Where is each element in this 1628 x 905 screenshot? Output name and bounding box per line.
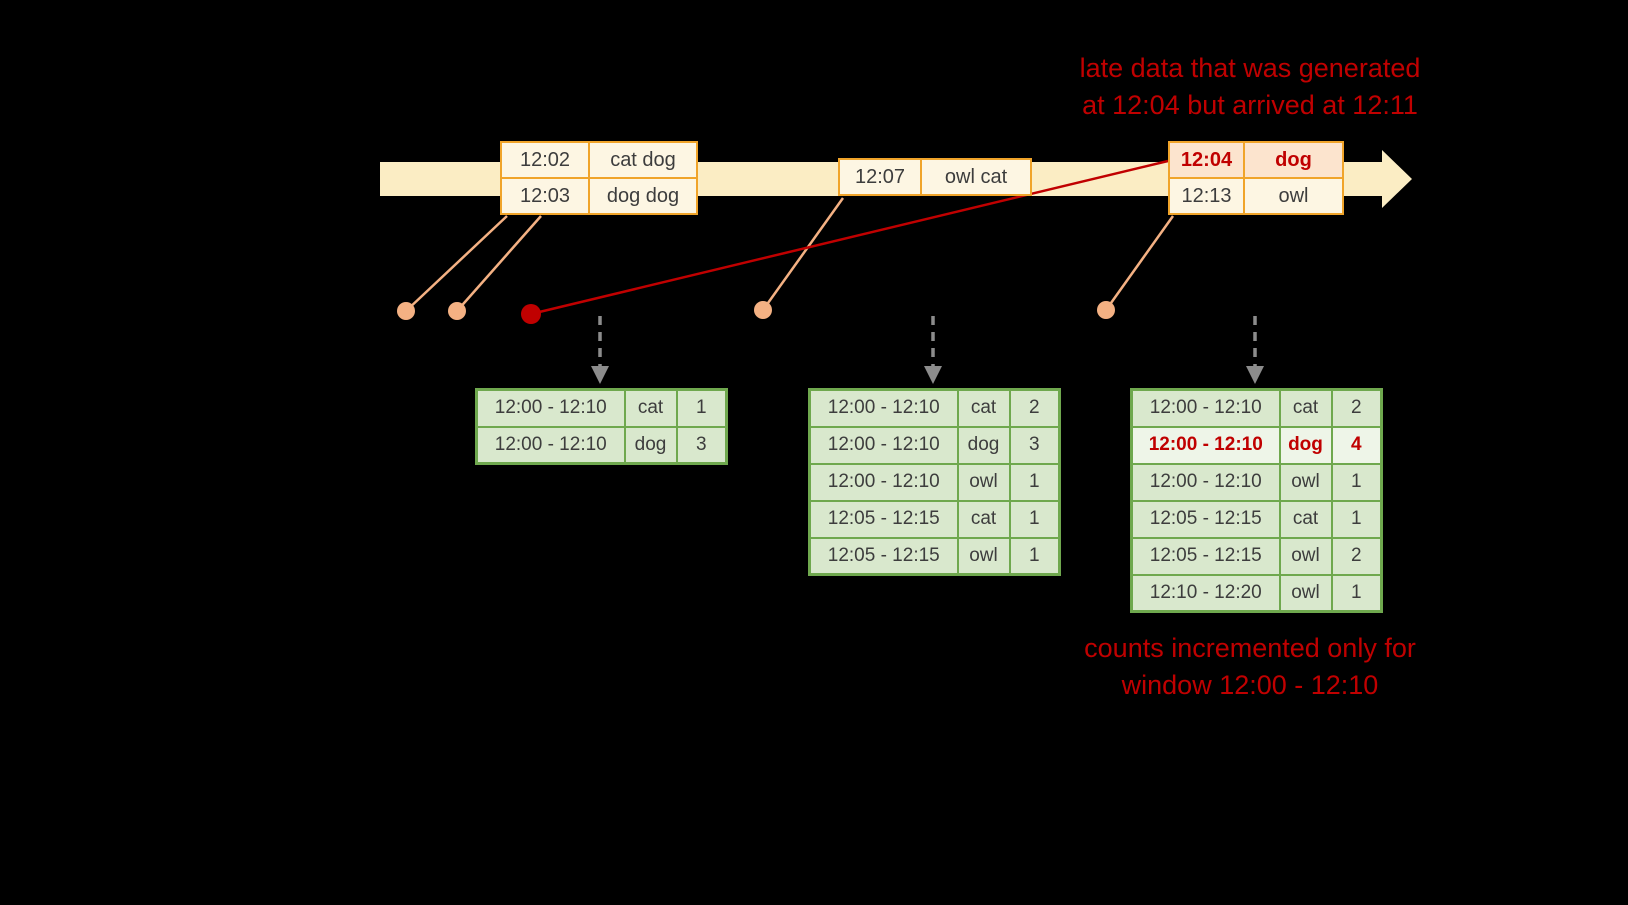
event-words: cat dog: [588, 141, 698, 179]
table-row: 12:00 - 12:10 owl 1: [1130, 462, 1383, 502]
table-row: 12:00 - 12:10 dog 3: [808, 425, 1061, 465]
table-row: 12:05 - 12:15 cat 1: [808, 499, 1061, 539]
late-arrival-dot: [521, 304, 541, 324]
event-words: owl: [1243, 177, 1344, 215]
arrival-dot: [754, 301, 772, 319]
table-row: 12:05 - 12:15 owl 2: [1130, 536, 1383, 576]
count-cell: 3: [1008, 425, 1061, 465]
late-event-row: 12:04 dog: [1168, 141, 1344, 179]
event-time: 12:04: [1168, 141, 1245, 179]
word-cell: cat: [956, 388, 1011, 428]
window-cell: 12:05 - 12:15: [1130, 536, 1281, 576]
word-cell: cat: [956, 499, 1011, 539]
window-cell: 12:05 - 12:15: [1130, 499, 1281, 539]
window-cell: 12:00 - 12:10: [808, 462, 959, 502]
event-group-3: 12:04 dog 12:13 owl: [1168, 141, 1344, 215]
word-cell: cat: [1278, 388, 1333, 428]
table-row: 12:00 - 12:10 cat 2: [808, 388, 1061, 428]
word-cell: dog: [1278, 425, 1333, 465]
updated-table-row: 12:00 - 12:10 dog 4: [1130, 425, 1383, 465]
window-cell: 12:05 - 12:15: [808, 536, 959, 576]
event-words: dog: [1243, 141, 1344, 179]
event-time: 12:07: [838, 158, 922, 196]
event-group-2: 12:07 owl cat: [838, 158, 1032, 196]
window-cell: 12:00 - 12:10: [475, 425, 626, 465]
window-cell: 12:00 - 12:10: [1130, 425, 1281, 465]
word-cell: owl: [1278, 573, 1333, 613]
annotation-counts-line2: window 12:00 - 12:10: [1121, 670, 1379, 701]
count-cell: 2: [1008, 388, 1061, 428]
count-cell: 1: [1330, 573, 1383, 613]
event-row: 12:07 owl cat: [838, 158, 1032, 196]
word-cell: owl: [1278, 536, 1333, 576]
arrival-connector-line: [405, 215, 508, 312]
event-time: 12:13: [1168, 177, 1245, 215]
annotation-late-data: late data that was generated at 12:04 bu…: [1015, 50, 1485, 125]
count-cell: 1: [675, 388, 728, 428]
table-row: 12:00 - 12:10 cat 2: [1130, 388, 1383, 428]
annotation-counts-line1: counts incremented only for: [1084, 633, 1416, 663]
window-cell: 12:00 - 12:10: [1130, 462, 1281, 502]
count-cell: 1: [1008, 499, 1061, 539]
result-table-2: 12:00 - 12:10 cat 2 12:00 - 12:10 dog 3 …: [808, 388, 1061, 576]
word-cell: dog: [956, 425, 1011, 465]
table-row: 12:00 - 12:10 dog 3: [475, 425, 728, 465]
arrival-dot: [1097, 301, 1115, 319]
window-cell: 12:00 - 12:10: [1130, 388, 1281, 428]
result-table-3: 12:00 - 12:10 cat 2 12:00 - 12:10 dog 4 …: [1130, 388, 1383, 613]
window-cell: 12:00 - 12:10: [475, 388, 626, 428]
event-time-axis-arrowhead-icon: [1382, 150, 1412, 208]
count-cell: 1: [1330, 499, 1383, 539]
arrival-dot: [397, 302, 415, 320]
window-cell: 12:00 - 12:10: [808, 425, 959, 465]
table-row: 12:05 - 12:15 owl 1: [808, 536, 1061, 576]
window-cell: 12:10 - 12:20: [1130, 573, 1281, 613]
arrival-connector-line: [761, 197, 845, 311]
count-cell: 4: [1330, 425, 1383, 465]
annotation-late-data-line2: at 12:04 but arrived at 12:11: [1082, 90, 1418, 121]
table-row: 12:00 - 12:10 cat 1: [475, 388, 728, 428]
event-row: 12:03 dog dog: [500, 177, 698, 215]
table-row: 12:05 - 12:15 cat 1: [1130, 499, 1383, 539]
word-cell: cat: [1278, 499, 1333, 539]
word-cell: dog: [623, 425, 678, 465]
word-cell: cat: [623, 388, 678, 428]
event-time: 12:03: [500, 177, 590, 215]
event-time: 12:02: [500, 141, 590, 179]
window-cell: 12:00 - 12:10: [808, 388, 959, 428]
word-cell: owl: [1278, 462, 1333, 502]
event-words: owl cat: [920, 158, 1032, 196]
word-cell: owl: [956, 536, 1011, 576]
arrival-dot: [448, 302, 466, 320]
table-row: 12:00 - 12:10 owl 1: [808, 462, 1061, 502]
count-cell: 1: [1330, 462, 1383, 502]
arrival-connector-line: [456, 215, 542, 312]
count-cell: 2: [1330, 388, 1383, 428]
trigger-arrow: [924, 316, 942, 384]
annotation-counts-incremented: counts incremented only for window 12:00…: [1015, 630, 1485, 705]
annotation-late-data-line1: late data that was generated: [1079, 53, 1421, 83]
count-cell: 1: [1008, 536, 1061, 576]
table-row: 12:10 - 12:20 owl 1: [1130, 573, 1383, 613]
word-cell: owl: [956, 462, 1011, 502]
count-cell: 1: [1008, 462, 1061, 502]
arrival-connector-line: [1104, 215, 1175, 311]
window-cell: 12:05 - 12:15: [808, 499, 959, 539]
trigger-arrow: [591, 316, 609, 384]
count-cell: 3: [675, 425, 728, 465]
trigger-arrow: [1246, 316, 1264, 384]
event-group-1: 12:02 cat dog 12:03 dog dog: [500, 141, 698, 215]
event-row: 12:02 cat dog: [500, 141, 698, 179]
result-table-1: 12:00 - 12:10 cat 1 12:00 - 12:10 dog 3: [475, 388, 728, 465]
event-row: 12:13 owl: [1168, 177, 1344, 215]
event-words: dog dog: [588, 177, 698, 215]
count-cell: 2: [1330, 536, 1383, 576]
